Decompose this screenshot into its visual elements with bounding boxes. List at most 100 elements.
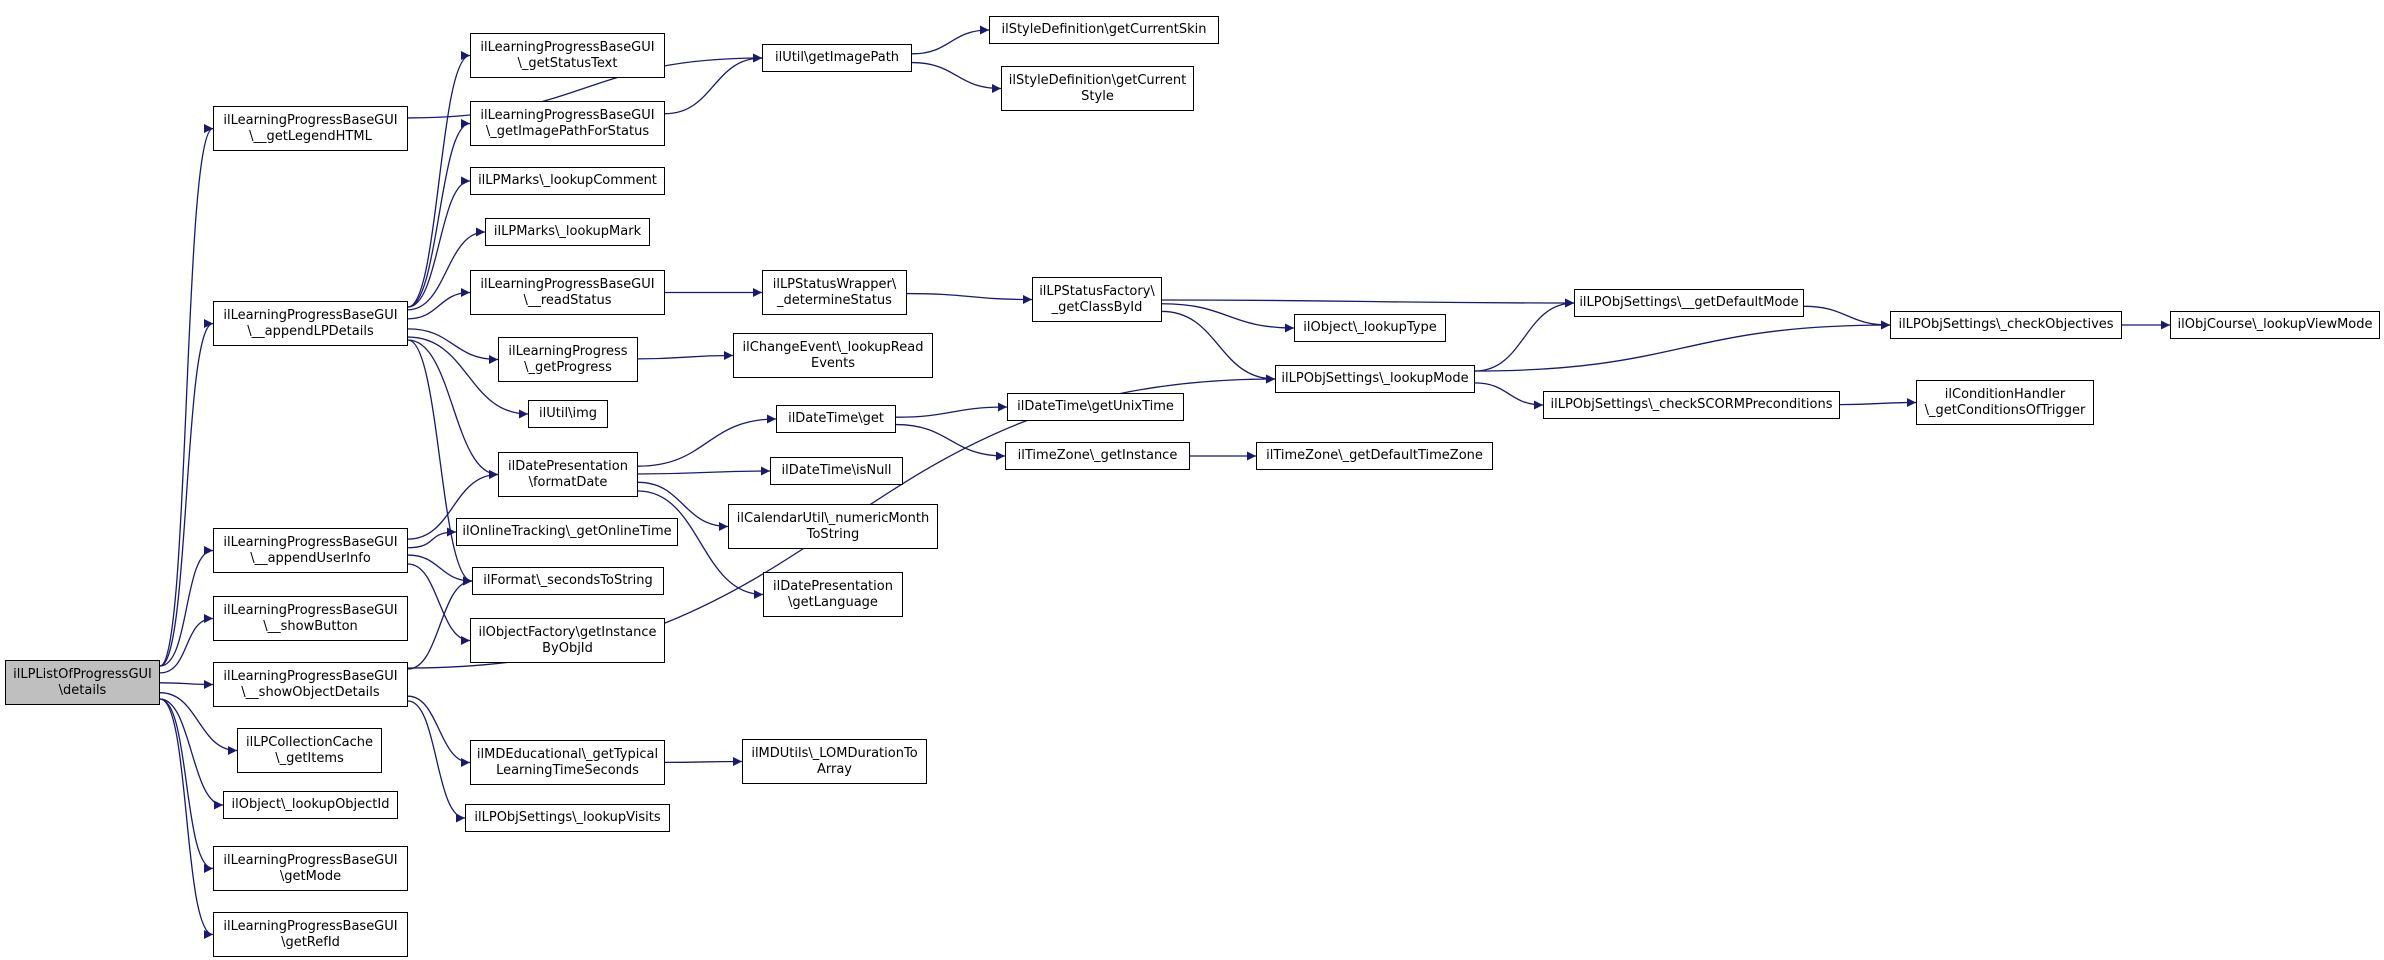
node-getprogress[interactable]: ilLearningProgress\_getProgress — [498, 337, 638, 382]
node-condhandler[interactable]: ilConditionHandler\_getConditionsOfTrigg… — [1916, 380, 2094, 425]
edge-lookupmode-to-checkobj — [1474, 320, 1891, 372]
node-lpcomment[interactable]: ilLPMarks\_lookupComment — [470, 167, 665, 195]
edge-appendlp-to-secondsto — [407, 339, 473, 586]
node-label-line: ilObject\_lookupType — [1303, 320, 1437, 335]
node-defaultmode[interactable]: ilLPObjSettings\__getDefaultMode — [1574, 289, 1804, 317]
node-label-line: ilLearningProgressBaseGUI — [223, 668, 398, 684]
node-showbutton[interactable]: ilLearningProgressBaseGUI\__showButton — [213, 596, 408, 641]
node-secondsto[interactable]: ilFormat\_secondsToString — [472, 567, 664, 595]
node-onlinetime[interactable]: ilOnlineTracking\_getOnlineTime — [456, 518, 678, 546]
edge-root-to-showobj — [159, 679, 214, 689]
node-label-line: ilLearningProgressBaseGUI — [223, 112, 398, 128]
node-label-line: ilLearningProgress — [508, 343, 628, 359]
node-lookuptype[interactable]: ilObject\_lookupType — [1294, 314, 1446, 342]
node-label-line: Events — [810, 355, 855, 371]
edge-appenduser-to-objfactory — [407, 563, 471, 645]
edge-lpstatuswrapper-to-statusfactory — [906, 292, 1033, 304]
edge-showobj-to-secondsto — [407, 576, 473, 670]
node-label-line: ilOnlineTracking\_getOnlineTime — [462, 524, 672, 539]
edge-appenduser-to-secondsto — [407, 554, 473, 586]
edge-root-to-lookupobjid — [159, 698, 224, 810]
node-label-line: \getRefId — [281, 934, 340, 950]
node-label-line: _determineStatus — [777, 292, 892, 308]
node-label-line: ilUtil\img — [539, 406, 597, 421]
node-label-line: ilLearningProgressBaseGUI — [223, 602, 398, 618]
edge-root-to-appenduser — [159, 546, 214, 667]
node-label-line: ilLPMarks\_lookupMark — [493, 224, 642, 239]
edge-root-to-showbutton — [159, 614, 214, 674]
node-label-line: \getLanguage — [788, 594, 878, 610]
node-defaulttz[interactable]: ilTimeZone\_getDefaultTimeZone — [1256, 442, 1493, 470]
node-getlanguage[interactable]: ilDatePresentation\getLanguage — [763, 572, 903, 617]
node-root[interactable]: ilLPListOfProgressGUI\details — [5, 660, 160, 705]
edge-getimagepath-to-curstyle — [911, 61, 1002, 93]
node-datetimeget[interactable]: ilDateTime\get — [776, 405, 896, 433]
node-getimagepath[interactable]: ilUtil\getImagePath — [762, 44, 912, 72]
node-label-line: ilChangeEvent\_lookupRead — [742, 339, 924, 355]
node-lookupvisits[interactable]: ilLPObjSettings\_lookupVisits — [465, 804, 670, 832]
node-statusfactory[interactable]: ilLPStatusFactory\_getClassById — [1032, 277, 1162, 322]
node-statustext[interactable]: ilLearningProgressBaseGUI\_getStatusText — [470, 33, 665, 78]
node-lpmark[interactable]: ilLPMarks\_lookupMark — [485, 218, 650, 246]
edge-statusfactory-to-defaultmode — [1161, 298, 1575, 308]
node-appendlp[interactable]: ilLearningProgressBaseGUI\__appendLPDeta… — [213, 301, 408, 346]
node-label-line: ilUtil\getImagePath — [774, 50, 900, 65]
node-formatdate[interactable]: ilDatePresentation\formatDate — [498, 452, 638, 497]
node-label-line: ilDateTime\get — [788, 411, 884, 426]
node-utilimg[interactable]: ilUtil\img — [528, 400, 608, 428]
edge-statusfactory-to-lookuptype — [1161, 303, 1295, 333]
edge-formatdate-to-datetimeget — [637, 414, 777, 467]
edge-formatdate-to-calutil — [637, 481, 729, 531]
node-lookupmode[interactable]: ilLPObjSettings\_lookupMode — [1275, 365, 1475, 393]
node-appenduser[interactable]: ilLearningProgressBaseGUI\__appendUserIn… — [213, 528, 408, 573]
node-imgstatus[interactable]: ilLearningProgressBaseGUI\_getImagePathF… — [470, 101, 665, 146]
node-label-line: ilCalendarUtil\_numericMonth — [736, 510, 930, 526]
node-tzinstance[interactable]: ilTimeZone\_getInstance — [1005, 442, 1190, 470]
node-label-line: \__getLegendHTML — [249, 128, 372, 144]
edge-root-to-collcache — [159, 692, 238, 755]
edge-lookupmode-to-defaultmode — [1474, 298, 1575, 372]
node-getmode[interactable]: ilLearningProgressBaseGUI\getMode — [213, 846, 408, 891]
edge-appenduser-to-formatdate — [407, 470, 499, 540]
node-label-line: ilLPObjSettings\_lookupVisits — [474, 810, 661, 825]
node-isnull[interactable]: ilDateTime\isNull — [770, 457, 903, 485]
node-unixtime[interactable]: ilDateTime\getUnixTime — [1007, 393, 1184, 421]
edge-statusfactory-to-lookupmode — [1161, 310, 1276, 384]
edge-root-to-getrefid — [159, 698, 214, 939]
edge-getimagepath-to-curskin — [911, 25, 990, 55]
node-label-line: \getMode — [279, 868, 342, 884]
edge-appendlp-to-getprogress — [407, 328, 499, 364]
edge-appenduser-to-onlinetime — [407, 527, 457, 549]
node-getrefid[interactable]: ilLearningProgressBaseGUI\getRefId — [213, 912, 408, 957]
node-label-line: ilLPObjSettings\_checkObjectives — [1898, 317, 2114, 332]
node-label-line: ilLearningProgressBaseGUI — [480, 276, 655, 292]
node-label-line: ilLPStatusWrapper\ — [772, 276, 897, 292]
node-label-line: \__showObjectDetails — [241, 684, 380, 700]
edge-appendlp-to-readstatus — [407, 288, 471, 320]
node-label-line: ilStyleDefinition\getCurrent — [1008, 72, 1187, 88]
node-lpstatuswrapper[interactable]: ilLPStatusWrapper\_determineStatus — [762, 270, 907, 315]
node-label-line: ilConditionHandler — [1944, 386, 2066, 402]
node-scormprecond[interactable]: ilLPObjSettings\_checkSCORMPreconditions — [1543, 391, 1840, 419]
node-lookupobjid[interactable]: ilObject\_lookupObjectId — [223, 791, 398, 819]
node-label-line: _getClassById — [1051, 299, 1143, 315]
node-checkobj[interactable]: ilLPObjSettings\_checkObjectives — [1890, 311, 2122, 339]
edge-scormprecond-to-condhandler — [1839, 398, 1917, 408]
node-viewmode[interactable]: ilObjCourse\_lookupViewMode — [2170, 311, 2380, 339]
node-label-line: ilFormat\_secondsToString — [483, 573, 653, 588]
node-readstatus[interactable]: ilLearningProgressBaseGUI\__readStatus — [470, 270, 665, 315]
edge-root-to-legend — [159, 124, 214, 667]
node-collcache[interactable]: ilLPCollectionCache\_getItems — [237, 728, 382, 773]
node-curskin[interactable]: ilStyleDefinition\getCurrentSkin — [989, 16, 1219, 44]
node-legend[interactable]: ilLearningProgressBaseGUI\__getLegendHTM… — [213, 106, 408, 151]
node-label-line: ilDatePresentation — [773, 578, 893, 594]
edge-appendlp-to-utilimg — [407, 336, 529, 419]
node-showobj[interactable]: ilLearningProgressBaseGUI\__showObjectDe… — [213, 662, 408, 707]
